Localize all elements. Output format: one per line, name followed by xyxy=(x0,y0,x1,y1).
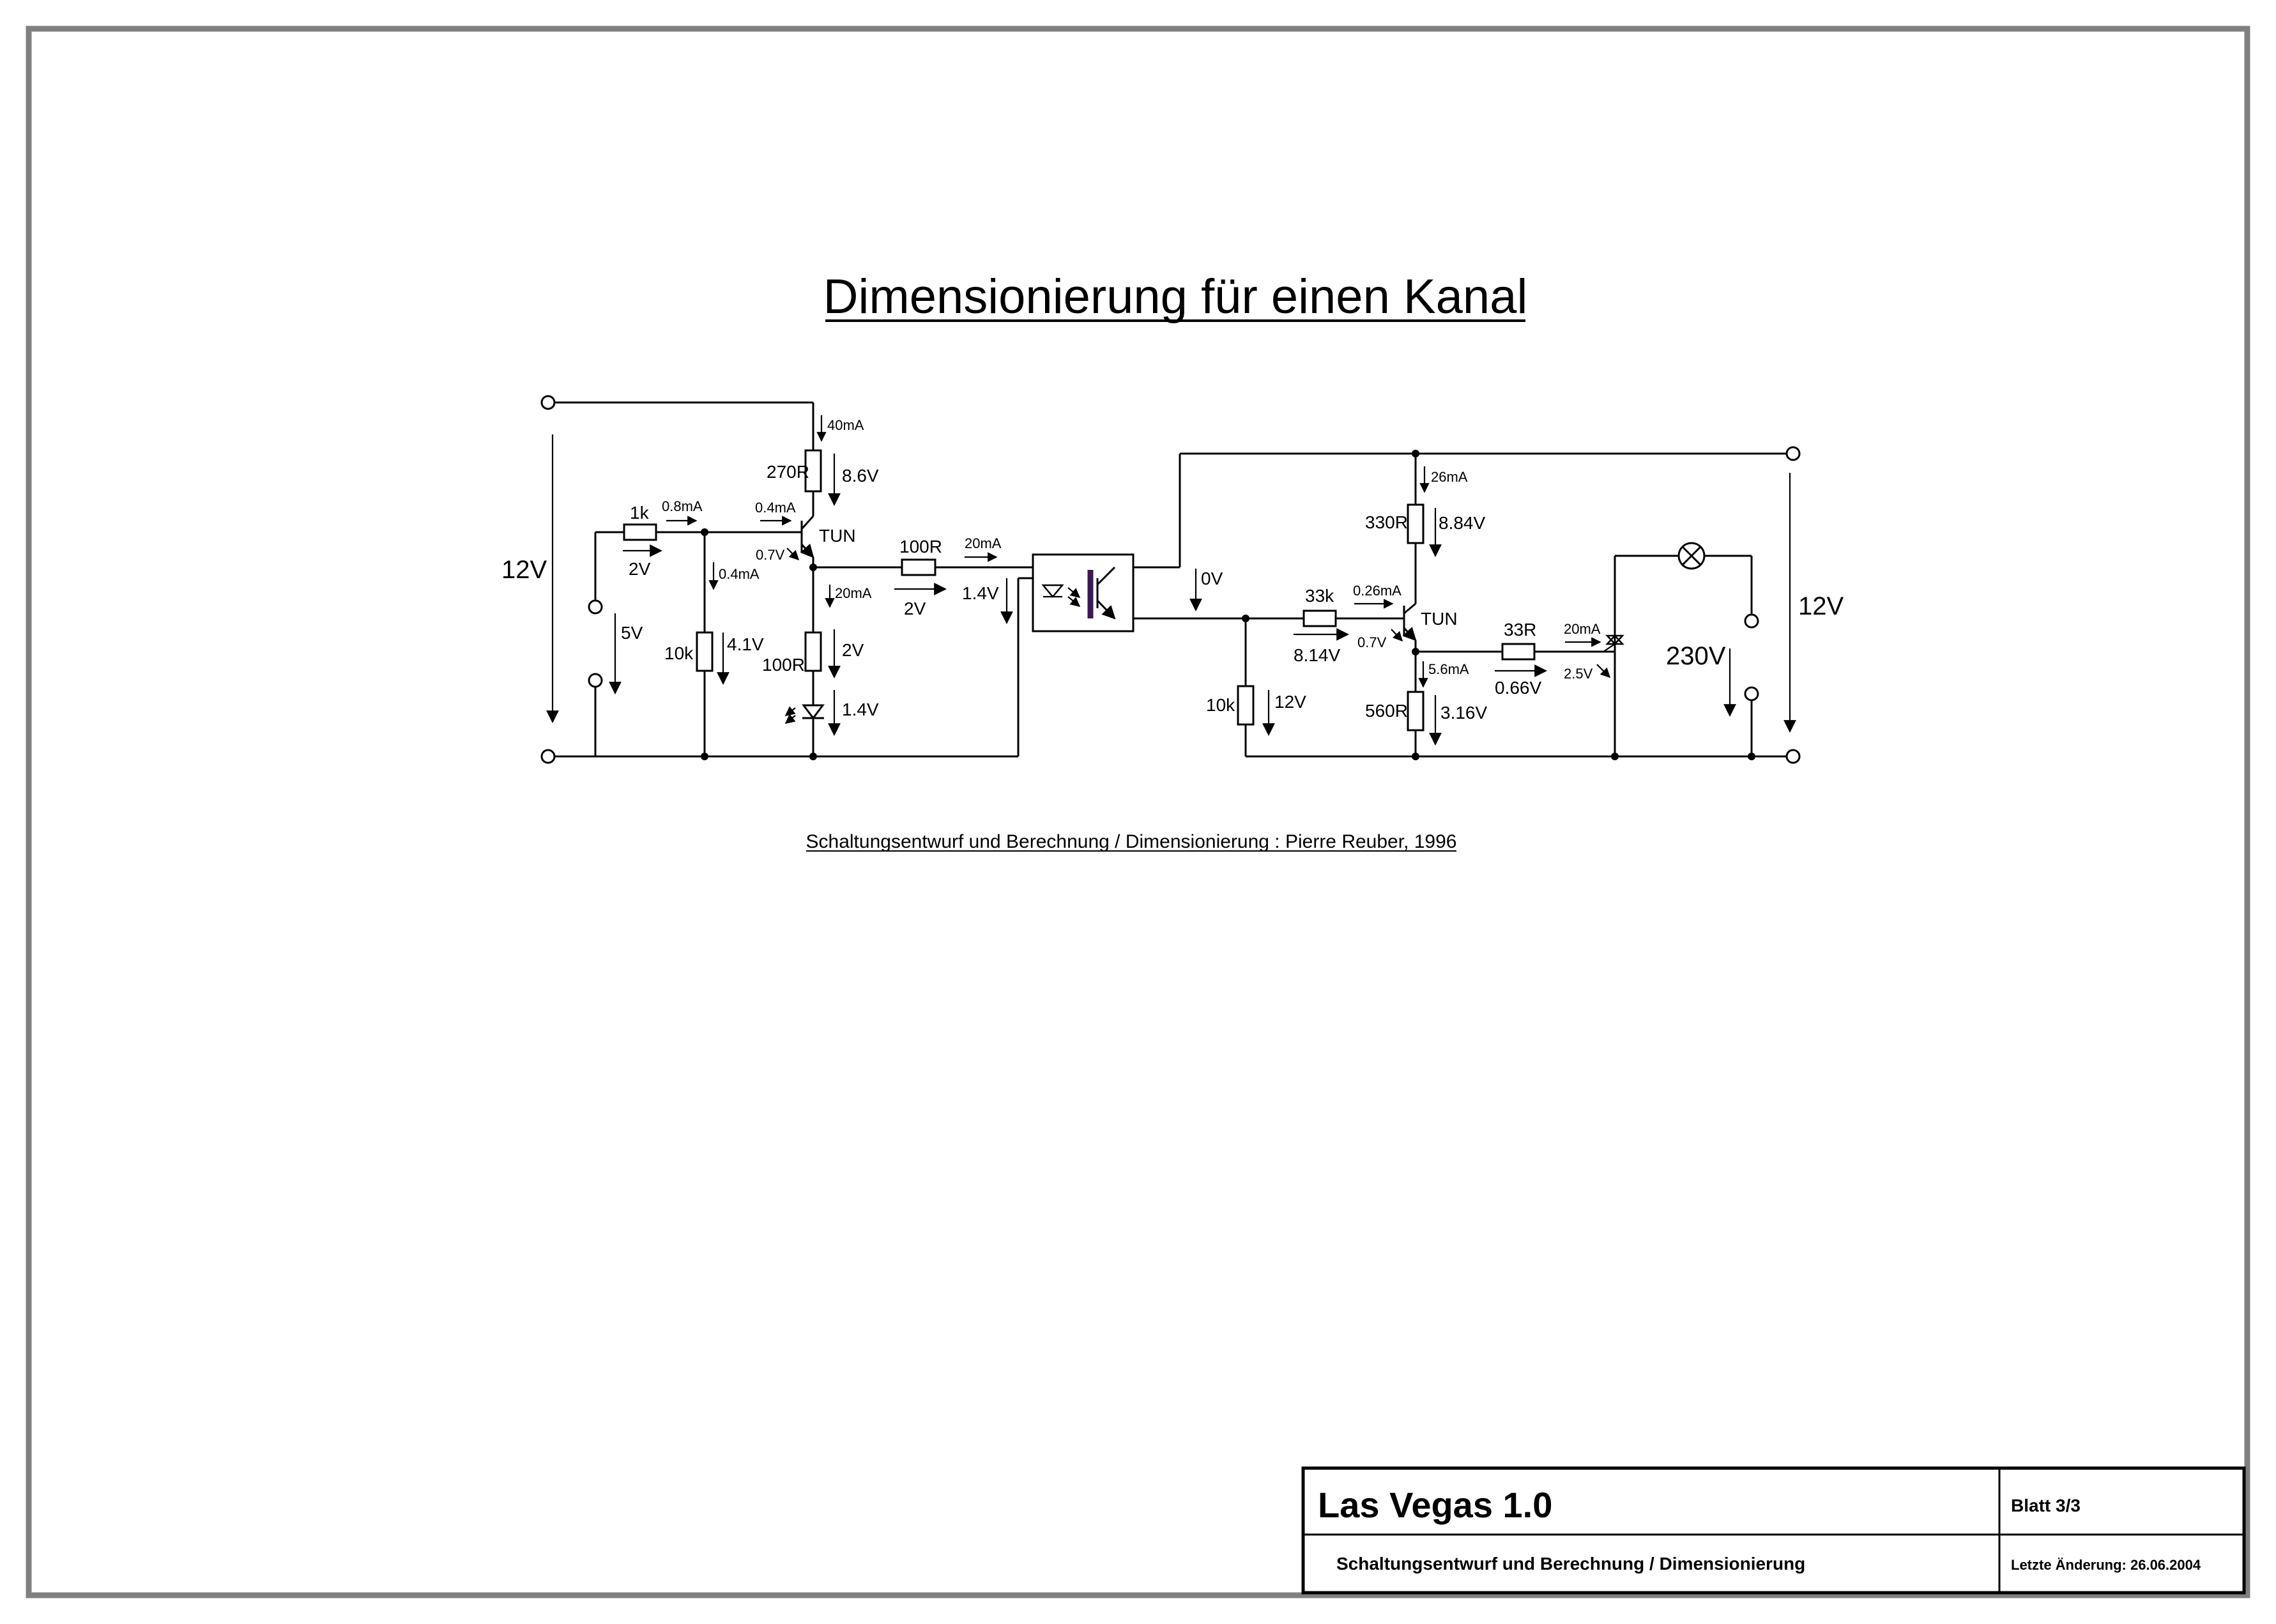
page-title: Dimensionierung für einen Kanal xyxy=(823,270,1528,324)
resistor-270r-label: 270R xyxy=(767,462,809,482)
current-26ma-label: 26mA xyxy=(1431,469,1468,485)
resistor-560r xyxy=(1407,691,1424,732)
voltage-1-4v-led-label: 1.4V xyxy=(842,700,879,719)
terminal-230v-top xyxy=(1744,613,1759,629)
resistor-330r xyxy=(1407,503,1424,544)
led-icon xyxy=(802,704,825,720)
current-divider-label: 0.4mA xyxy=(719,566,760,582)
optocoupler-body xyxy=(1032,553,1134,632)
sheet-number: Blatt 3/3 xyxy=(2011,1496,2081,1515)
triac-voltage-label: 2.5V xyxy=(1564,666,1593,682)
last-change-date: Letzte Änderung: 26.06.2004 xyxy=(2011,1557,2201,1573)
left-circuit: 12V 270R 40mA 8.6V TUN 0.7V 5V 1k 2V xyxy=(501,395,1033,764)
voltage-2v-led-label: 2V xyxy=(842,640,864,660)
input-5v-label: 5V xyxy=(621,623,643,643)
resistor-1k xyxy=(623,523,657,541)
led-ray-1 xyxy=(784,706,796,716)
terminal-5v-bottom xyxy=(588,673,603,688)
sheet-border xyxy=(26,26,2250,1598)
resistor-100r-led xyxy=(804,631,822,672)
transistor-right-label: TUN xyxy=(1421,609,1458,629)
opto-transistor-collector xyxy=(1096,566,1116,586)
resistor-1k-label: 1k xyxy=(630,503,650,523)
supply-12v-label: 12V xyxy=(501,556,547,584)
resistor-330r-label: 330R xyxy=(1365,512,1408,532)
transistor-right-emitter xyxy=(1402,627,1417,641)
opto-voltage-label: 0V xyxy=(1201,569,1223,588)
transistor-right-collector xyxy=(1403,602,1416,615)
voltage-2v-input-label: 2V xyxy=(629,559,651,579)
resistor-100r-led-label: 100R xyxy=(762,655,805,675)
resistor-10k-left-label: 10k xyxy=(664,643,694,663)
lamp-cross-2 xyxy=(1681,546,1702,566)
resistor-33k xyxy=(1302,609,1337,627)
opto-ray-1 xyxy=(1067,587,1081,598)
voltage-3-16v-label: 3.16V xyxy=(1440,703,1487,723)
opto-ray-2 xyxy=(1067,596,1081,607)
junction-bottom-led xyxy=(809,753,817,760)
terminal-230v-bottom xyxy=(1744,686,1759,701)
voltage-8-84v-label: 8.84V xyxy=(1439,513,1485,533)
current-20ma-emitter-label: 20mA xyxy=(835,585,872,601)
junction-bottom-mains xyxy=(1748,753,1755,760)
optocoupler xyxy=(1032,553,1134,632)
mains-voltage-label: 230V xyxy=(1666,642,1726,670)
resistor-33r xyxy=(1501,643,1536,661)
opto-transistor-emitter xyxy=(1096,599,1116,620)
voltage-opto-led-label: 1.4V xyxy=(962,583,999,603)
transistor-left-collector xyxy=(800,515,814,530)
resistor-33r-label: 33R xyxy=(1504,620,1536,640)
current-20ma-gate-label: 20mA xyxy=(1564,621,1601,637)
current-base-label: 0.4mA xyxy=(755,500,796,516)
current-40ma-label: 40mA xyxy=(827,417,864,433)
transistor-left-label: TUN xyxy=(819,526,856,546)
resistor-270r xyxy=(804,449,822,493)
voltage-0-66v-label: 0.66V xyxy=(1495,678,1541,698)
terminal-12v-right-top xyxy=(1785,446,1801,461)
voltage-2v-series-label: 2V xyxy=(904,599,926,618)
voltage-8-14v-label: 8.14V xyxy=(1294,645,1340,665)
project-title: Las Vegas 1.0 xyxy=(1318,1485,1552,1525)
opto-led-icon xyxy=(1041,584,1064,598)
terminal-12v-right-bottom xyxy=(1785,749,1801,764)
current-0-8ma-label: 0.8mA xyxy=(662,498,703,514)
voltage-8-6v-label: 8.6V xyxy=(842,466,879,486)
supply-12v-right-label: 12V xyxy=(1798,592,1844,620)
voltage-4-1v-label: 4.1V xyxy=(727,634,764,654)
title-block: Las Vegas 1.0 Blatt 3/3 Schaltungsentwur… xyxy=(1301,1466,2246,1595)
right-circuit: 0V 10k 12V 33k 8.14V 0.26mA 26mA 330R 8.… xyxy=(1133,446,1844,764)
resistor-33k-label: 33k xyxy=(1305,586,1334,606)
current-5-6ma-label: 5.6mA xyxy=(1428,661,1469,677)
resistor-100r-series-label: 100R xyxy=(899,537,942,556)
title-block-frame xyxy=(1301,1466,2246,1595)
terminal-5v-top xyxy=(588,599,603,615)
transistor-left-emitter xyxy=(800,543,814,558)
junction-bottom-triac xyxy=(1611,753,1619,760)
led-ray-2 xyxy=(784,714,796,724)
resistor-10k-right-label: 10k xyxy=(1206,695,1235,715)
current-20ma-series-label: 20mA xyxy=(965,535,1002,551)
resistor-10k-left xyxy=(696,631,714,672)
voltage-12v-pulldown-label: 12V xyxy=(1274,692,1306,712)
vbe-left-label: 0.7V xyxy=(756,547,785,563)
vbe-left-arrow xyxy=(786,548,800,561)
vbe-right-label: 0.7V xyxy=(1357,634,1387,650)
triac-voltage-arrow xyxy=(1596,664,1611,678)
junction-bottom-divider xyxy=(701,753,708,760)
vbe-right-arrow xyxy=(1391,629,1403,642)
resistor-560r-label: 560R xyxy=(1365,701,1408,721)
resistor-100r-series xyxy=(901,558,936,576)
title-block-description: Schaltungsentwurf und Berechnung / Dimen… xyxy=(1336,1554,1805,1574)
credit-text: Schaltungsentwurf und Berechnung / Dimen… xyxy=(806,831,1457,852)
terminal-12v-top xyxy=(540,395,556,410)
terminal-12v-bottom xyxy=(540,749,556,764)
current-0-26ma-label: 0.26mA xyxy=(1353,583,1401,599)
junction-bottom-emitter xyxy=(1412,753,1419,760)
triac-gate xyxy=(1603,643,1615,652)
resistor-10k-right xyxy=(1237,685,1255,726)
